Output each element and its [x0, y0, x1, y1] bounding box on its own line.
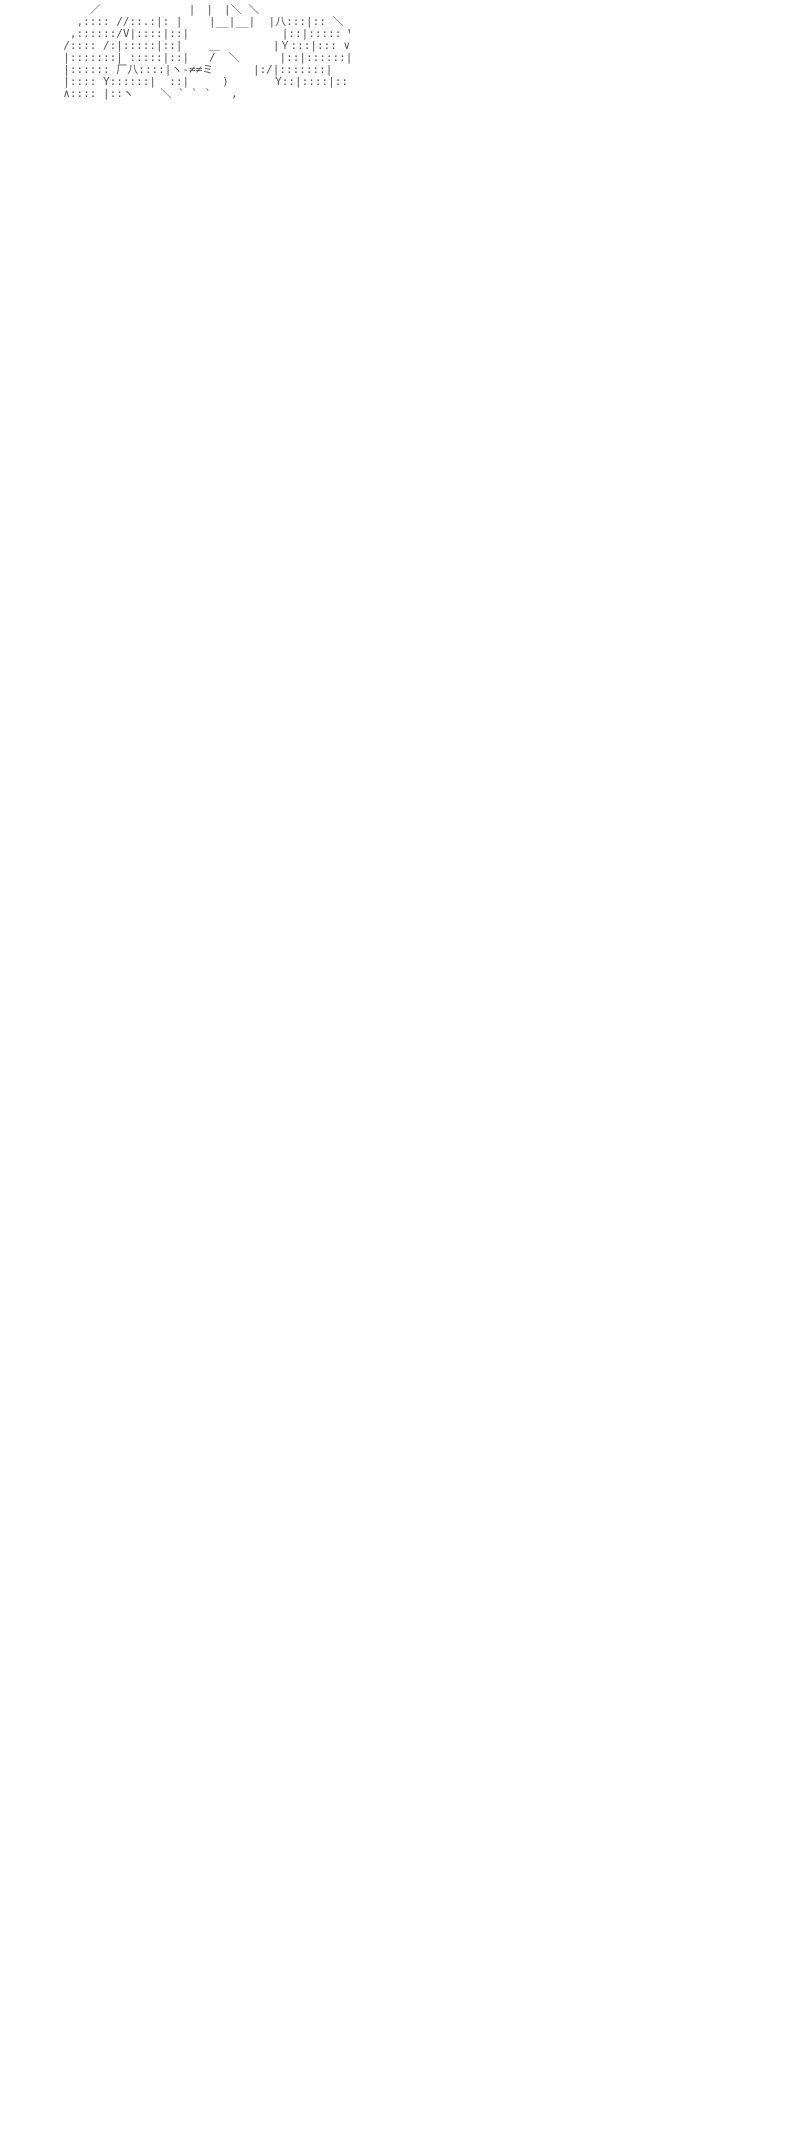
panel-1: ／￣￣￣￣￣￣￣￣|￣|￣|＼ ＼ ,:::: //::.:|: | |__|_…	[0, 0, 800, 215]
character-ascii-art: ／￣￣￣￣￣￣￣￣|￣|￣|＼ ＼ ,:::: //::.:|: | |__|_…	[63, 4, 350, 100]
